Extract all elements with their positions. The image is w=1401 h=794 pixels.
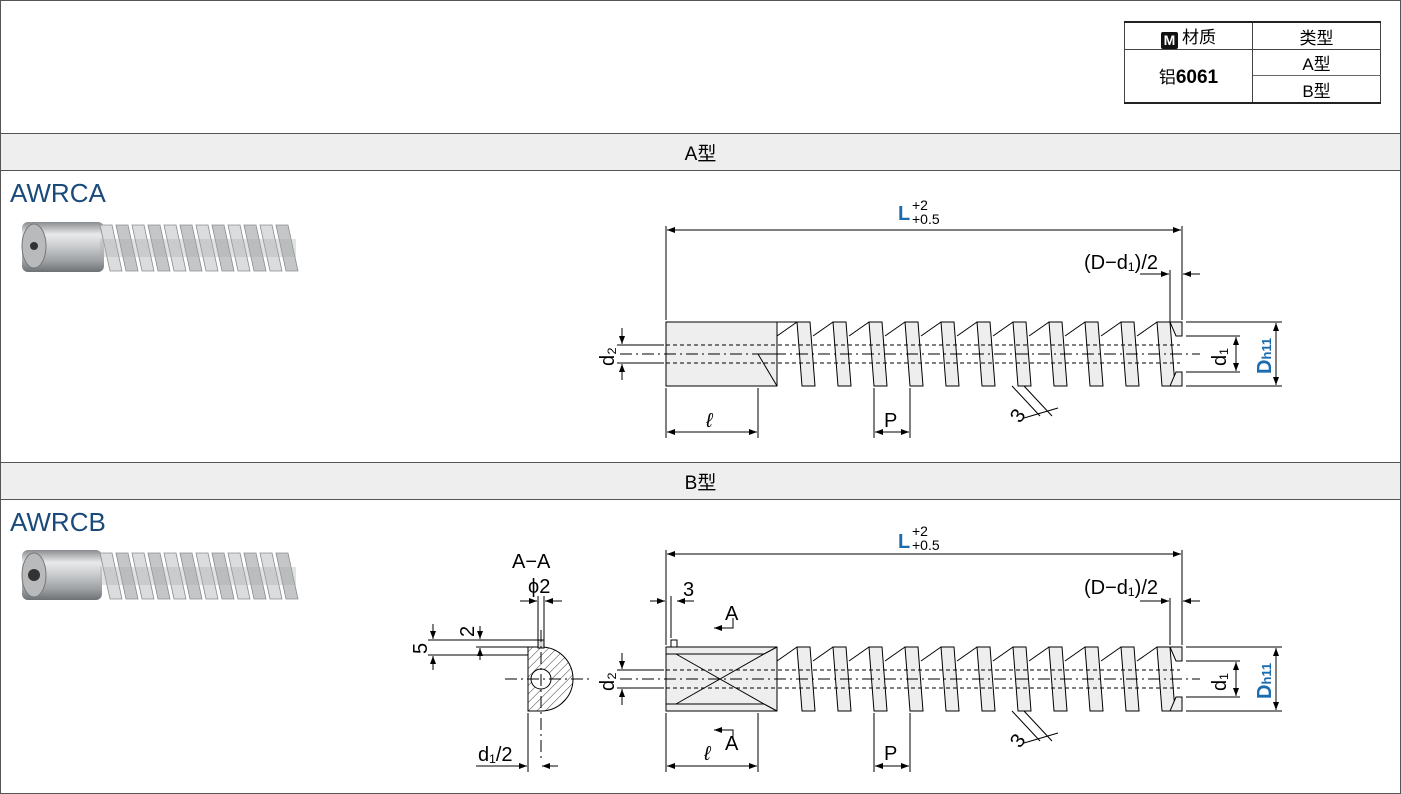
- dim-d1-b: d₁: [1209, 673, 1231, 691]
- type-a-cell: A型: [1252, 49, 1381, 76]
- labels-a: L +2 +0.5 (D−d₁)/2 d₂ d₁ Dh11 ℓ P 3: [597, 197, 1276, 432]
- dim-3-a: 3: [1006, 405, 1030, 427]
- dim-d1-half: d₁/2: [478, 744, 513, 766]
- labels-b: L +2 +0.5 (D−d₁)/2 3 A A d₂ d₁ Dh11 ℓ P …: [410, 523, 1276, 766]
- cut-A-top: A: [725, 603, 739, 625]
- svg-text:+0.5: +0.5: [912, 537, 940, 553]
- thread-tooth: [1048, 646, 1068, 712]
- dim-d1-a: d₁: [1209, 348, 1231, 366]
- type-header: 类型: [1252, 21, 1381, 50]
- dim-2: 2: [457, 626, 479, 637]
- drawing-b: [428, 550, 1282, 772]
- section-label: A−A: [512, 551, 551, 573]
- svg-text:+0.5: +0.5: [912, 211, 940, 227]
- material-cell: 铝6061: [1124, 49, 1253, 104]
- model-name-a: AWRCA: [10, 178, 106, 208]
- section-band-a: A型: [1, 133, 1400, 171]
- dim-D-b: Dh11: [1254, 663, 1276, 699]
- dim-L-a: L: [898, 203, 910, 225]
- dim-3-b: 3: [1006, 730, 1030, 752]
- svg-text:+2: +2: [912, 523, 928, 539]
- model-name-b: AWRCB: [10, 507, 106, 537]
- dim-phi2: ϕ2: [528, 576, 550, 598]
- section-band-b: B型: [1, 462, 1400, 500]
- dim-ell-b: ℓ: [703, 743, 712, 765]
- cut-A-bottom: A: [725, 733, 739, 755]
- thread-tooth: [1048, 321, 1068, 387]
- dim-L-b: L: [898, 531, 910, 553]
- product-photo-b: [21, 550, 299, 600]
- dim-D-a: Dh11: [1254, 338, 1276, 374]
- dim-5: 5: [410, 643, 432, 654]
- product-photo-a: [21, 222, 299, 272]
- dim-d2-a: d₂: [597, 347, 619, 366]
- dim-ddiff-b: (D−d₁)/2: [1084, 577, 1158, 599]
- drawing-a: [617, 226, 1282, 438]
- type-b-cell: B型: [1252, 75, 1381, 104]
- svg-text:+2: +2: [912, 197, 928, 213]
- dim-P-a: P: [884, 410, 897, 432]
- dim-ddiff-a: (D−d₁)/2: [1084, 252, 1158, 274]
- dim-d2-b: d₂: [597, 672, 619, 691]
- dim-ell-a: ℓ: [705, 410, 714, 432]
- dim-P-b: P: [884, 743, 897, 765]
- dim-3-top-b: 3: [683, 579, 694, 601]
- thread-tooth: [976, 646, 996, 712]
- thread-tooth: [976, 321, 996, 387]
- material-badge-icon: M: [1161, 32, 1178, 49]
